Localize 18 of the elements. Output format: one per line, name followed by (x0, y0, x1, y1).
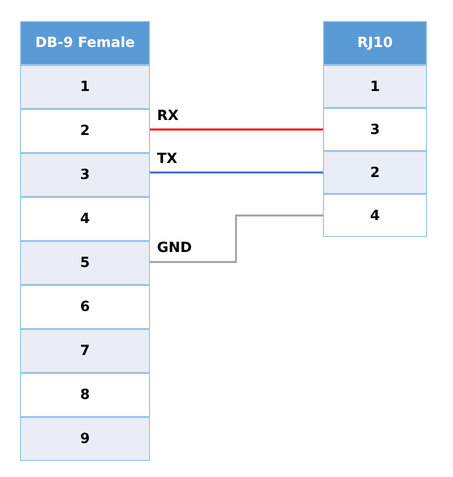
table-cell: 6 (20, 285, 150, 329)
table-cell: 7 (20, 329, 150, 373)
table-cell: 1 (20, 65, 150, 109)
table-header: DB-9 Female (20, 21, 150, 65)
table-cell: 4 (323, 194, 427, 237)
table-cell: 3 (323, 108, 427, 151)
wire (150, 214, 323, 263)
wire (150, 128, 323, 130)
table-cell: 5 (20, 241, 150, 285)
table-cell: 1 (323, 65, 427, 108)
table-cell: 2 (323, 151, 427, 194)
table-cell: 2 (20, 109, 150, 153)
table-cell: 3 (20, 153, 150, 197)
table-cell: 8 (20, 373, 150, 417)
table-cell: 9 (20, 417, 150, 461)
table-cell: 4 (20, 197, 150, 241)
table-header: RJ10 (323, 21, 427, 65)
wire (150, 172, 323, 174)
